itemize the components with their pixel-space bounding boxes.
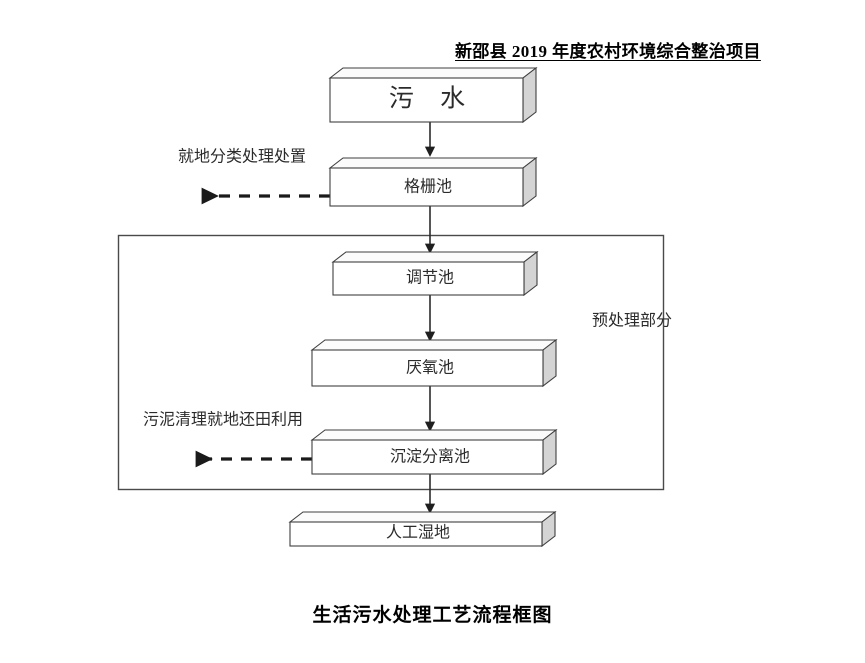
- node-grate-tank[interactable]: 格栅池: [328, 156, 538, 208]
- pretreatment-group-box: [117, 234, 665, 491]
- node-settling-tank-label: 沉淀分离池: [390, 448, 470, 466]
- figure-caption: 生活污水处理工艺流程框图: [312, 605, 553, 626]
- node-wastewater[interactable]: 污 水: [328, 66, 538, 124]
- label-sludge-field-reuse: 污泥清理就地还田利用: [143, 411, 303, 429]
- node-grate-tank-top-face: [328, 157, 538, 169]
- node-anaerobic-tank-label: 厌氧池: [406, 359, 454, 377]
- node-anaerobic-tank[interactable]: 厌氧池: [310, 338, 558, 388]
- node-anaerobic-tank-front-face: [311, 349, 544, 387]
- node-regulating-tank-front-face: [332, 261, 525, 296]
- node-wastewater-label: 污 水: [389, 85, 475, 113]
- node-regulating-tank-label: 调节池: [406, 269, 454, 287]
- node-grate-tank-front-face: [329, 167, 524, 207]
- node-regulating-tank-top-face: [331, 251, 539, 263]
- node-grate-tank-label: 格栅池: [404, 178, 452, 196]
- node-wastewater-side-face: [522, 66, 537, 124]
- node-constructed-wetland-top-face: [288, 511, 557, 523]
- node-settling-tank-front-face: [311, 439, 544, 475]
- node-settling-tank-top-face: [310, 429, 558, 441]
- node-settling-tank[interactable]: 沉淀分离池: [310, 428, 558, 476]
- node-wastewater-top-face: [328, 67, 538, 79]
- node-wastewater-front-face: [329, 77, 524, 123]
- node-constructed-wetland-front-face: [289, 521, 543, 547]
- node-constructed-wetland-label: 人工湿地: [386, 524, 450, 542]
- node-regulating-tank[interactable]: 调节池: [331, 250, 539, 297]
- label-local-classified-disposal: 就地分类处理处置: [178, 148, 306, 166]
- pretreatment-group-label: 预处理部分: [592, 312, 672, 330]
- node-anaerobic-tank-top-face: [310, 339, 558, 351]
- document-header-title: 新邵县 2019 年度农村环境综合整治项目: [455, 42, 761, 61]
- node-constructed-wetland[interactable]: 人工湿地: [288, 510, 557, 548]
